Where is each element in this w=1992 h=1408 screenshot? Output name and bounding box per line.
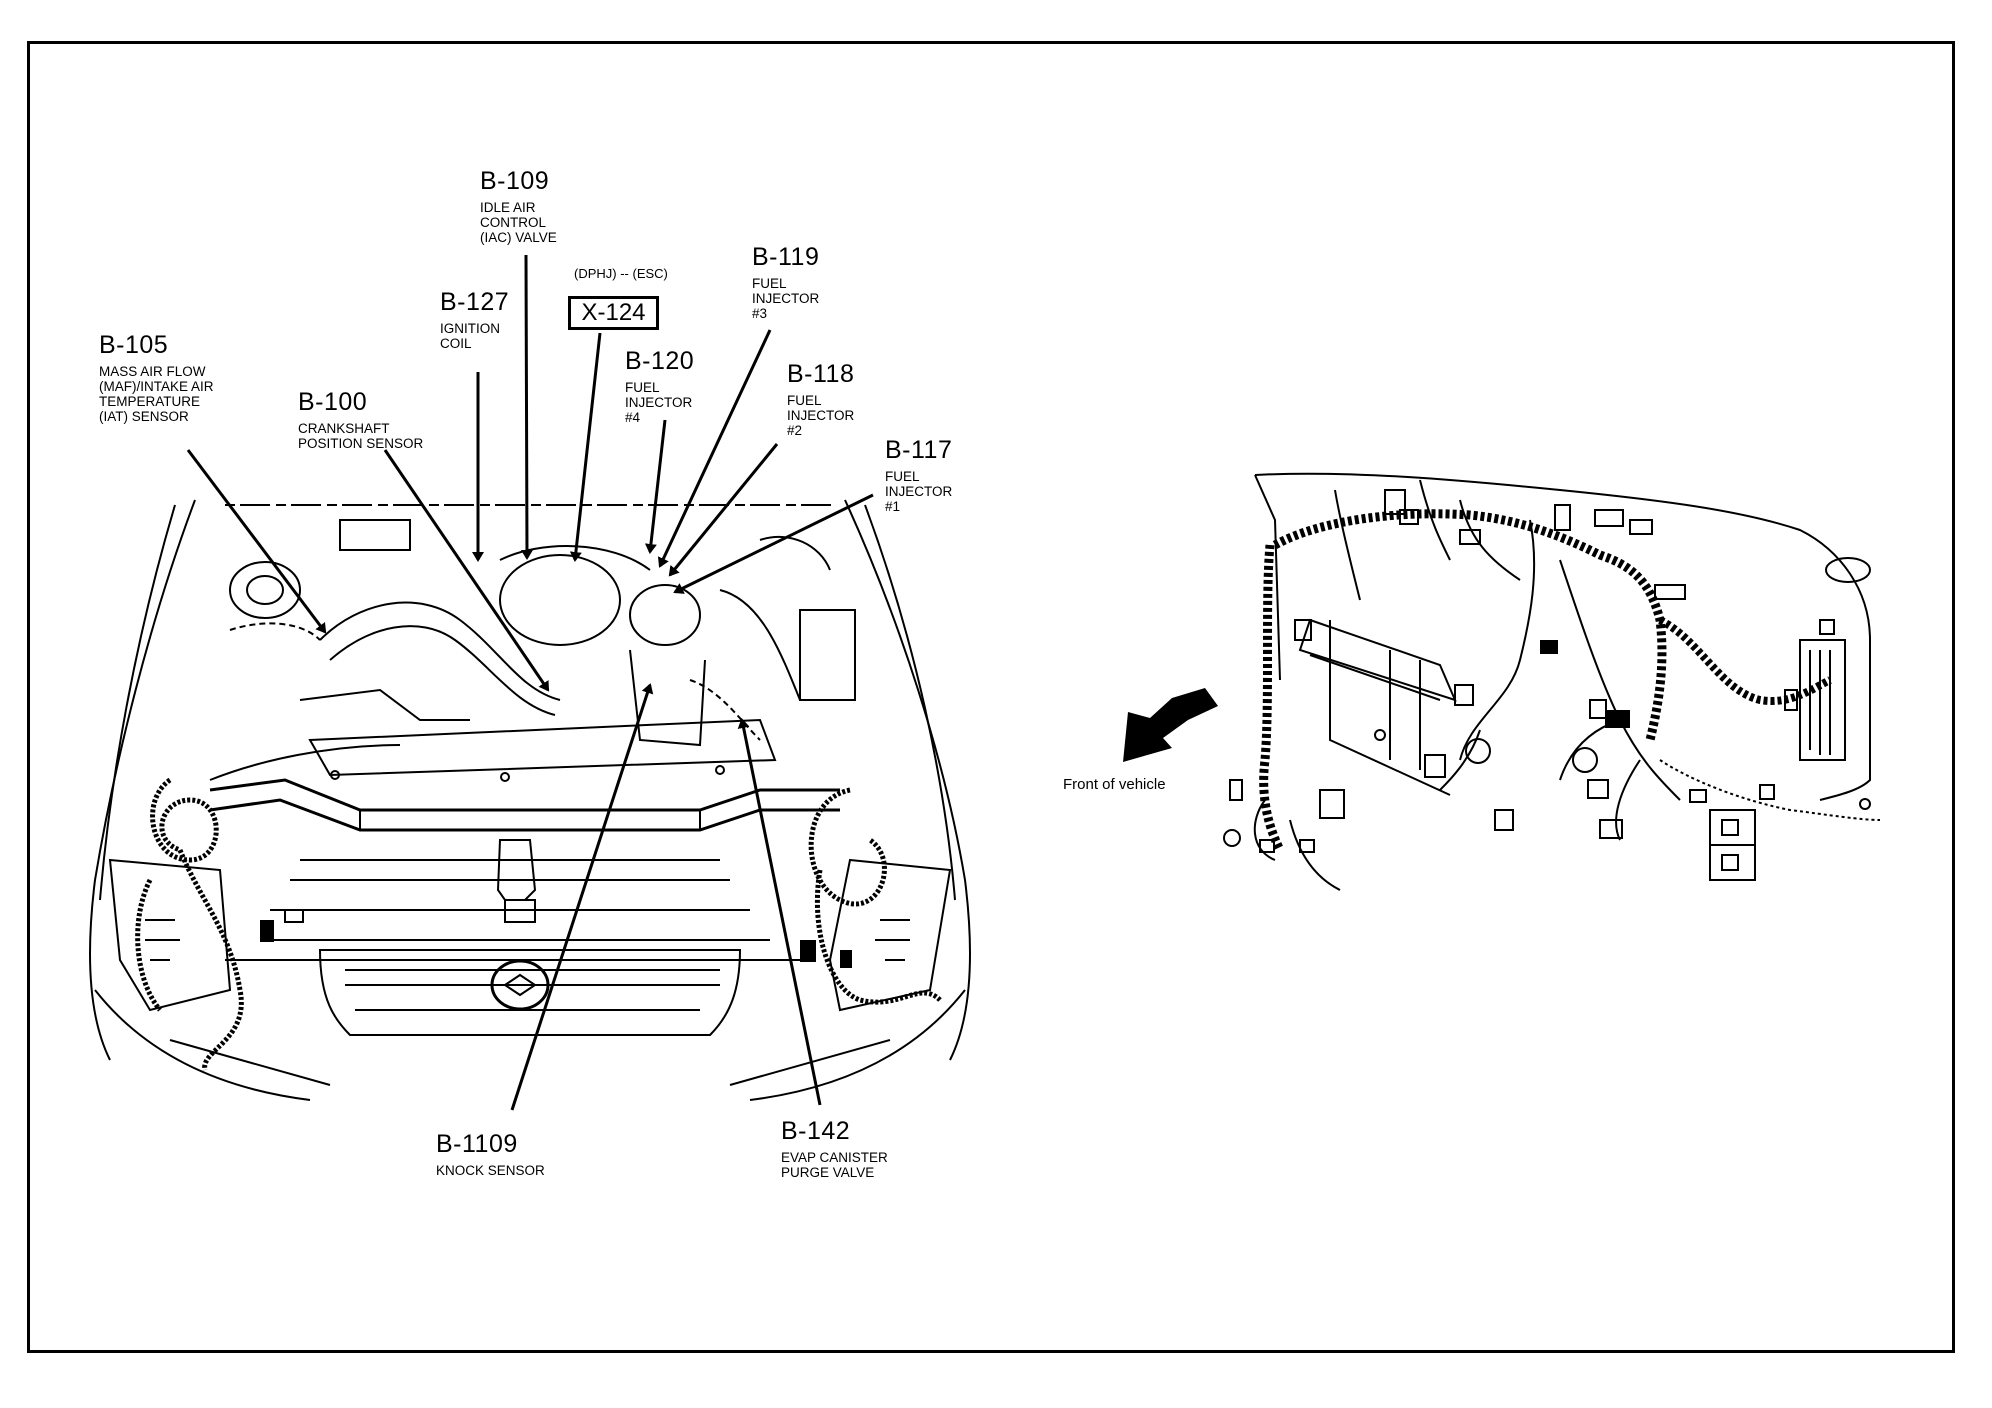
leader-b1109 (510, 683, 654, 1111)
component-label-b120: B-120 FUEL INJECTOR #4 (625, 347, 695, 426)
component-code: B-119 (752, 243, 820, 271)
component-code: B-117 (885, 436, 953, 464)
description-line: IDLE AIR (480, 200, 536, 215)
leader-b100 (383, 449, 550, 692)
engine-connectors (260, 909, 852, 968)
component-code: B-100 (298, 388, 368, 416)
component-code: B-120 (625, 347, 695, 375)
component-description: MASS AIR FLOW (MAF)/INTAKE AIR TEMPERATU… (99, 364, 214, 424)
description-line: KNOCK SENSOR (436, 1163, 545, 1178)
description-line: #3 (752, 306, 768, 321)
description-line: #1 (885, 499, 901, 514)
component-label-b117: B-117 FUEL INJECTOR #1 (885, 436, 953, 515)
connector-box-x124: X-124 (568, 296, 659, 330)
description-line: (IAT) SENSOR (99, 409, 189, 424)
description-line: IGNITION (440, 321, 500, 336)
description-line: EVAP CANISTER (781, 1150, 888, 1165)
description-line: INJECTOR (787, 408, 855, 423)
description-line: MASS AIR FLOW (99, 364, 206, 379)
diagram-frame (27, 41, 1955, 1353)
description-line: (IAC) VALVE (480, 230, 557, 245)
description-line: TEMPERATURE (99, 394, 201, 409)
component-label-b105: B-105 MASS AIR FLOW (MAF)/INTAKE AIR TEM… (99, 331, 214, 425)
leader-x124 (569, 332, 602, 562)
description-line: (MAF)/INTAKE AIR (99, 379, 214, 394)
component-label-b109: B-109 IDLE AIR CONTROL (IAC) VALVE (480, 167, 557, 246)
component-label-b118: B-118 FUEL INJECTOR #2 (787, 360, 855, 439)
component-label-b127: B-127 IGNITION COIL (440, 288, 510, 352)
component-label-b142: B-142 EVAP CANISTER PURGE VALVE (781, 1117, 888, 1181)
component-label-b1109: B-1109 KNOCK SENSOR (436, 1130, 545, 1179)
description-line: COIL (440, 336, 472, 351)
component-description: FUEL INJECTOR #1 (885, 469, 952, 514)
description-line: FUEL (752, 276, 787, 291)
component-code: B-118 (787, 360, 855, 388)
description-line: #2 (787, 423, 803, 438)
component-code: B-1109 (436, 1130, 518, 1158)
vehicle-front-illustration (89, 499, 971, 1101)
component-code: B-127 (440, 288, 510, 316)
harness-dense-bundle (1540, 640, 1630, 728)
leader-b118 (668, 443, 779, 577)
description-line: FUEL (787, 393, 822, 408)
arrow-down-left-icon (1123, 688, 1218, 762)
component-label-b100: B-100 CRANKSHAFT POSITION SENSOR (298, 388, 423, 452)
front-of-vehicle-label: Front of vehicle (1063, 776, 1166, 793)
leader-b142 (737, 718, 822, 1106)
description-line: FUEL (885, 469, 920, 484)
component-label-b119: B-119 FUEL INJECTOR #3 (752, 243, 820, 322)
leader-b109 (520, 254, 533, 560)
leader-lines (186, 254, 874, 1111)
description-line: CRANKSHAFT (298, 421, 390, 436)
description-line: PURGE VALVE (781, 1165, 875, 1180)
engine-harness (135, 777, 942, 1071)
component-description: IGNITION COIL (440, 321, 509, 351)
component-description: FUEL INJECTOR #2 (787, 393, 854, 438)
description-line: #4 (625, 410, 641, 425)
leader-b117 (673, 493, 874, 594)
description-line: INJECTOR (625, 395, 693, 410)
component-description: CRANKSHAFT POSITION SENSOR (298, 421, 423, 451)
component-code: B-105 (99, 331, 169, 359)
leader-b120 (644, 419, 667, 554)
component-description: FUEL INJECTOR #3 (752, 276, 819, 321)
component-code: B-109 (480, 167, 550, 195)
leader-b119 (657, 329, 772, 568)
description-line: FUEL (625, 380, 660, 395)
component-code: B-142 (781, 1117, 851, 1145)
instrument-panel-harness-illustration (1223, 472, 1881, 891)
description-line: POSITION SENSOR (298, 436, 424, 451)
description-line: INJECTOR (752, 291, 820, 306)
leader-b105 (186, 449, 327, 634)
connector-code: X-124 (581, 299, 646, 326)
component-description: IDLE AIR CONTROL (IAC) VALVE (480, 200, 557, 245)
component-description: FUEL INJECTOR #4 (625, 380, 694, 425)
component-description: EVAP CANISTER PURGE VALVE (781, 1150, 888, 1180)
component-description: KNOCK SENSOR (436, 1163, 545, 1178)
description-line: INJECTOR (885, 484, 953, 499)
description-line: CONTROL (480, 215, 547, 230)
connector-condition-label: (DPHJ) -- (ESC) (574, 266, 668, 281)
